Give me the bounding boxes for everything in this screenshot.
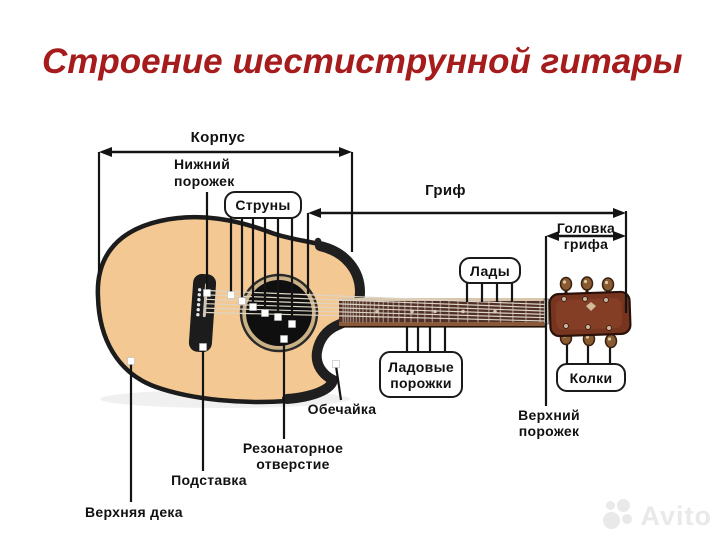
callout-kolki: Колки <box>556 363 626 392</box>
avito-wordmark: Avito <box>640 500 712 531</box>
peg-highlight <box>607 337 612 341</box>
marker-square <box>280 335 288 343</box>
marker-square <box>227 291 235 299</box>
marker-square <box>238 297 246 305</box>
marker-square <box>261 309 269 317</box>
label-grif: Гриф <box>425 182 466 199</box>
label-verkhniy-porozhek: Верхний порожек <box>518 407 580 439</box>
strap-button <box>314 237 322 245</box>
marker-square <box>249 303 257 311</box>
tuning-post <box>561 296 567 302</box>
label-nizhniy-porozhek: Нижний порожек <box>174 156 235 189</box>
marker-square <box>203 289 211 297</box>
marker-square <box>199 343 207 351</box>
label-podstavka: Подставка <box>171 472 247 488</box>
arrow-grif-head-left <box>308 208 321 218</box>
point-markers <box>127 289 340 368</box>
callout-ladovye-porozhki: Ладовые порожки <box>379 351 463 398</box>
tuning-post <box>582 296 588 302</box>
arrow-golovka-grifa-head-left <box>546 231 559 241</box>
tuning-button <box>580 276 594 291</box>
arrow-korpus-head-right <box>339 147 352 157</box>
marker-square <box>288 320 296 328</box>
strings <box>205 289 547 322</box>
string <box>205 298 547 312</box>
callout-lady: Лады <box>459 257 521 284</box>
tuning-post <box>606 325 612 331</box>
guitar-side-band <box>282 241 366 404</box>
avito-watermark: Avito <box>602 499 713 533</box>
string <box>205 289 547 306</box>
tuning-button <box>601 277 615 292</box>
measure-arrows <box>99 147 626 241</box>
leader-line <box>334 365 343 401</box>
tuning-post <box>585 324 591 330</box>
tuning-button <box>559 276 573 292</box>
peg-highlight <box>583 279 588 284</box>
callout-struny: Струны <box>224 191 302 219</box>
bridge-pins <box>196 288 202 317</box>
marker-square <box>274 313 282 321</box>
label-obechayka: Обечайка <box>307 401 377 417</box>
arrow-grif-head-right <box>613 208 626 218</box>
peg-highlight <box>562 280 567 284</box>
tuning-post <box>563 323 569 329</box>
tuning-button <box>604 333 618 349</box>
label-rezonatornoe-otverstie: Резонаторное отверстие <box>242 440 344 472</box>
string <box>205 303 547 315</box>
leader-lines <box>97 152 628 502</box>
headstock-emblem <box>586 302 596 311</box>
page-title: Строение шестиструнной гитары <box>42 42 683 81</box>
label-korpus: Корпус <box>190 129 246 146</box>
marker-square <box>127 357 135 365</box>
arrow-golovka-grifa-head-right <box>613 231 626 241</box>
headstock <box>548 276 632 349</box>
string <box>205 294 547 309</box>
arrow-korpus-head-left <box>99 147 112 157</box>
marker-square <box>332 360 340 368</box>
label-verkhnyaya-deka: Верхняя дека <box>85 504 183 520</box>
label-golovka-grifa: Головка грифа <box>556 220 616 252</box>
peg-highlight <box>604 280 609 285</box>
tuning-post <box>603 297 609 303</box>
avito-logo-icon <box>602 499 637 533</box>
tuning-posts <box>561 296 612 331</box>
